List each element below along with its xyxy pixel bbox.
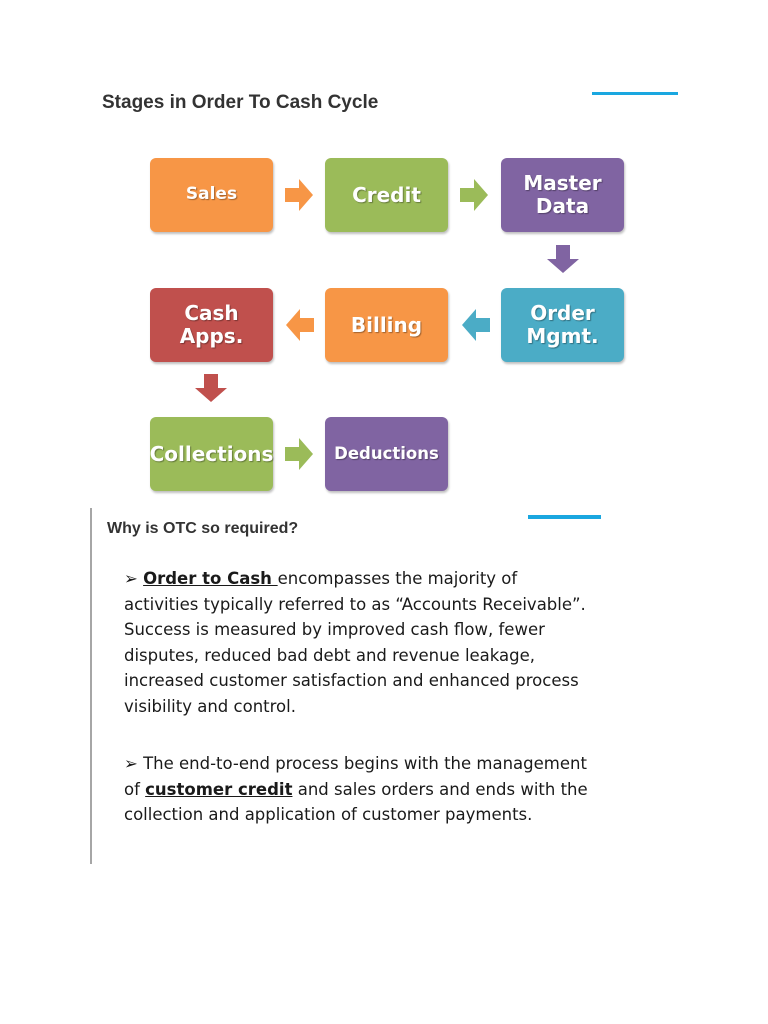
stage-master-data: Master Data [501, 158, 624, 232]
stage-collections-label: Collections [149, 441, 274, 466]
term-order-to-cash: Order to Cash [143, 569, 278, 588]
bullet-arrow-icon: ➢ [124, 754, 144, 773]
stage-cash-apps: Cash Apps. [150, 288, 273, 362]
stage-order-mgmt: Order Mgmt. [501, 288, 624, 362]
paragraph-order-to-cash: ➢ Order to Cash encompasses the majority… [124, 566, 594, 719]
stage-deductions-label: Deductions [334, 443, 439, 463]
stage-billing-label: Billing [350, 312, 423, 337]
accent-line-section [528, 515, 601, 519]
section-heading: Why is OTC so required? [107, 520, 299, 537]
stage-sales: Sales [150, 158, 273, 232]
stage-billing: Billing [325, 288, 448, 362]
stage-deductions: Deductions [325, 417, 448, 491]
stage-credit: Credit [325, 158, 448, 232]
bullet-arrow-icon: ➢ [124, 569, 144, 588]
accent-line-top [592, 92, 678, 95]
paragraph-end-to-end: ➢ The end-to-end process begins with the… [124, 751, 594, 828]
stage-master-data-line2: Data [535, 194, 590, 218]
stage-order-mgmt-line2: Mgmt. [526, 324, 599, 348]
stage-sales-label: Sales [185, 184, 238, 205]
arrow-right-icon [460, 179, 488, 211]
term-customer-credit: customer credit [145, 779, 293, 799]
stage-collections: Collections [150, 417, 273, 491]
arrow-right-icon [285, 438, 313, 470]
section-divider [90, 508, 92, 864]
stage-order-mgmt-line1: Order [530, 301, 595, 325]
stage-master-data-line1: Master [523, 171, 602, 195]
paragraph-2-text-before: The end-to-end process begins with the m… [124, 754, 587, 799]
page-title: Stages in Order To Cash Cycle [102, 92, 379, 113]
stage-credit-label: Credit [352, 182, 421, 207]
arrow-down-icon [547, 245, 579, 273]
arrow-left-icon [286, 309, 314, 341]
arrow-left-icon [462, 309, 490, 341]
stage-cash-apps-label: Cash Apps. [179, 301, 244, 348]
arrow-right-icon [285, 179, 313, 211]
paragraph-1-text: encompasses the majority of activities t… [124, 569, 586, 716]
paragraph-2-text-after: and sales orders and ends with the colle… [124, 779, 588, 825]
arrow-down-icon [195, 374, 227, 402]
